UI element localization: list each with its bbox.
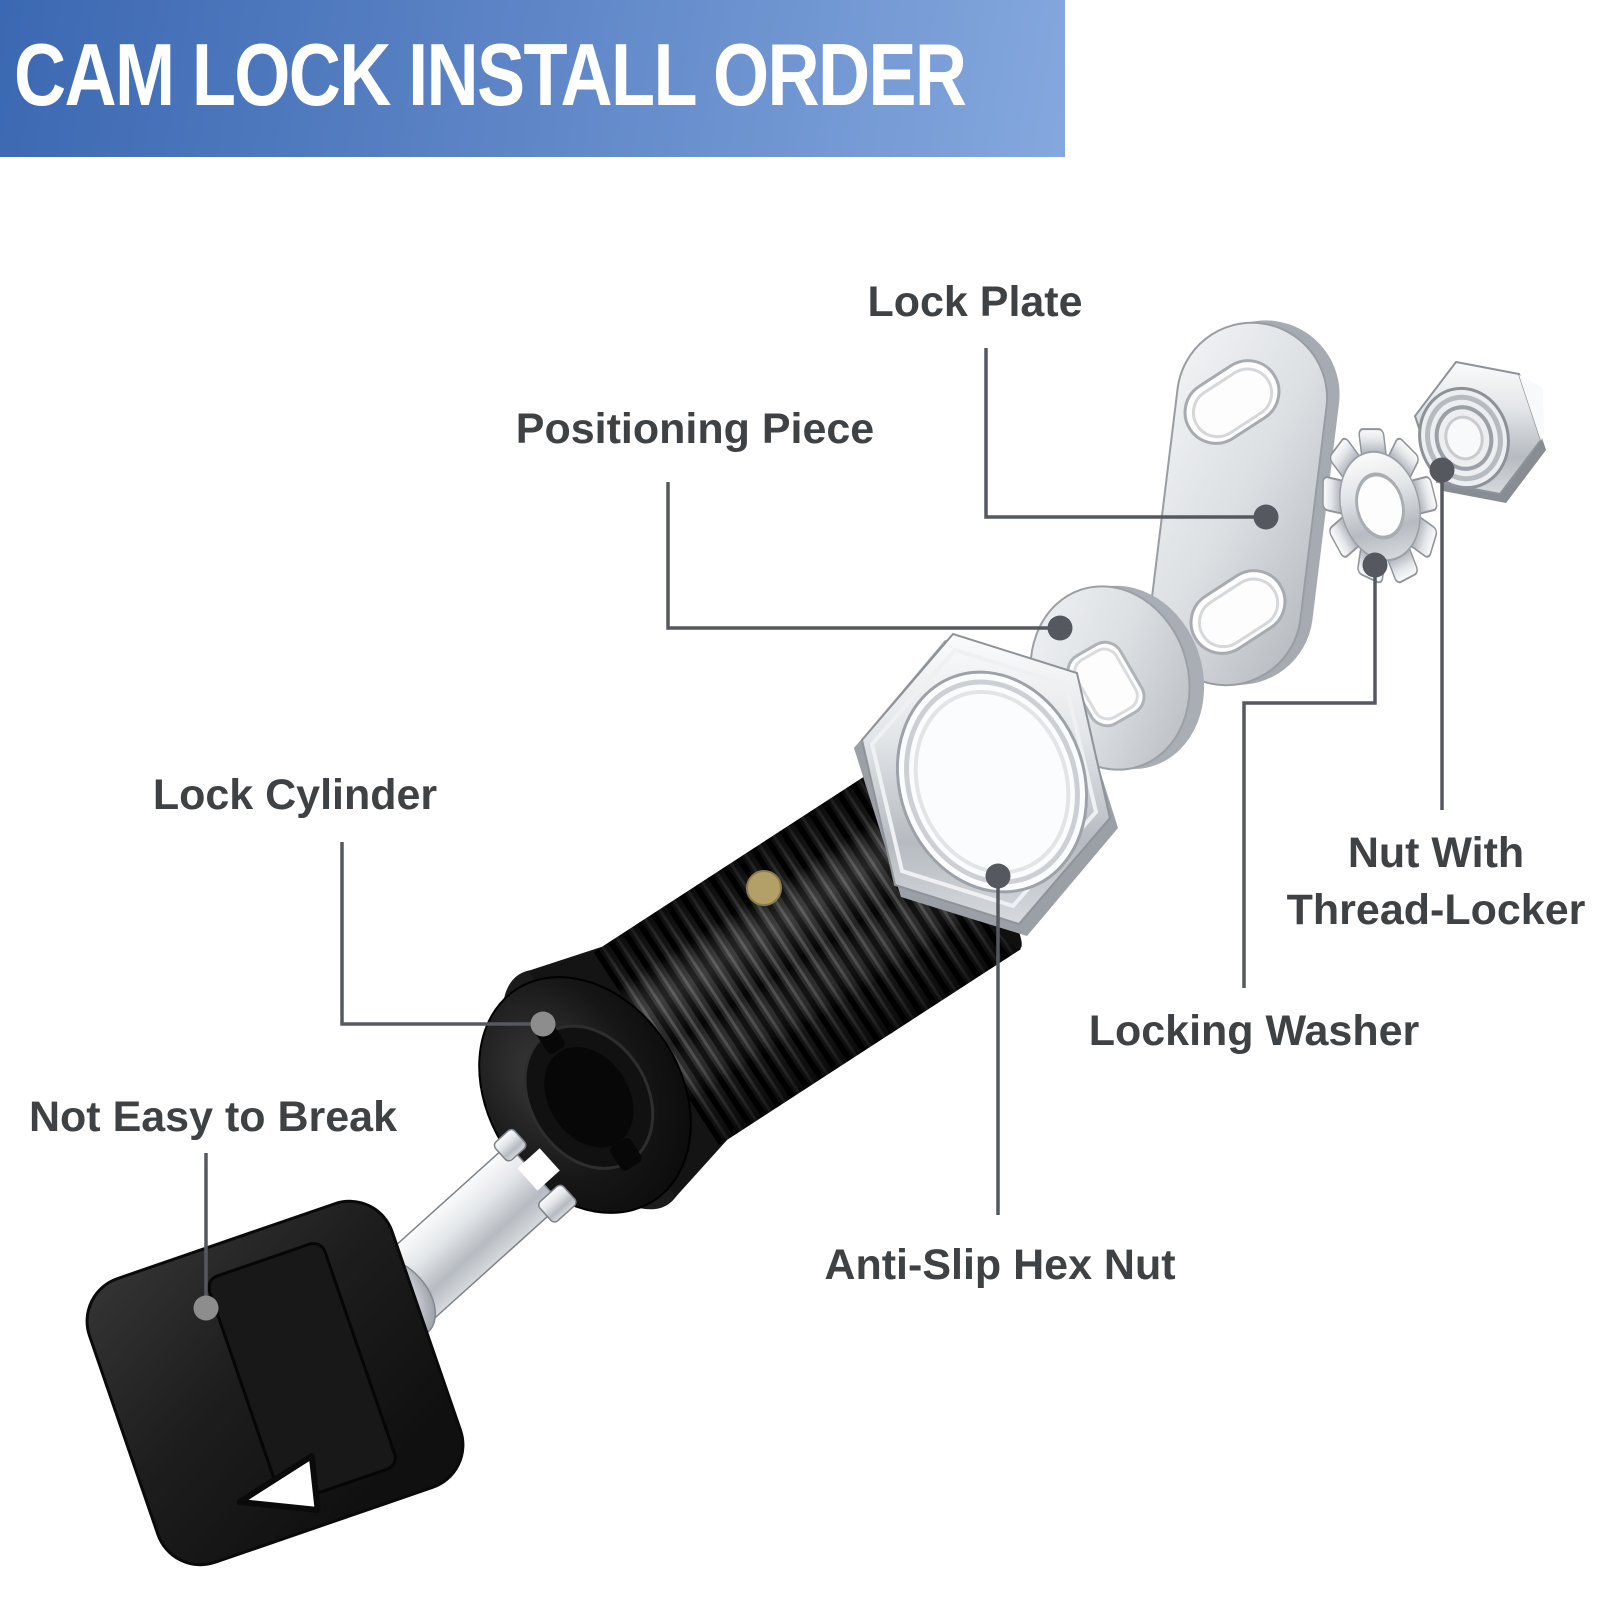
locking-washer-part — [1322, 428, 1438, 584]
lock-plate-hole-bottom — [1189, 569, 1287, 655]
leader-locking-washer — [1242, 565, 1377, 988]
label-lock-cylinder: Lock Cylinder — [152, 771, 438, 819]
leader-dots — [193, 457, 1455, 1321]
leader-lock-plate — [984, 348, 1266, 519]
label-positioning-piece: Positioning Piece — [515, 405, 875, 453]
key-ring-hole — [236, 1453, 321, 1514]
key-part — [85, 1128, 577, 1567]
key-head — [85, 1199, 465, 1567]
label-locking-washer: Locking Washer — [1088, 1007, 1420, 1055]
label-lock-plate: Lock Plate — [867, 278, 1083, 326]
label-nut-with-thread-locker: Nut With Thread-Locker — [1287, 825, 1586, 939]
label-nut-with-line2: Thread-Locker — [1286, 886, 1586, 934]
title-banner: CAM LOCK INSTALL ORDER — [0, 0, 1065, 157]
leader-positioning-piece — [666, 482, 1060, 630]
label-anti-slip-hex-nut: Anti-Slip Hex Nut — [824, 1241, 1176, 1289]
brass-pin — [746, 870, 782, 906]
label-not-easy-to-break: Not Easy to Break — [28, 1093, 398, 1141]
label-nut-with-line1: Nut With — [1347, 829, 1525, 877]
leader-lines — [204, 348, 1444, 1308]
lock-plate-hole-top — [1183, 359, 1281, 445]
lock-plate-part — [1149, 320, 1340, 687]
page-title: CAM LOCK INSTALL ORDER — [14, 24, 967, 124]
leader-lock-cylinder — [340, 842, 543, 1026]
key-head-recess — [207, 1241, 397, 1504]
anti-slip-hex-nut-part — [854, 632, 1118, 936]
